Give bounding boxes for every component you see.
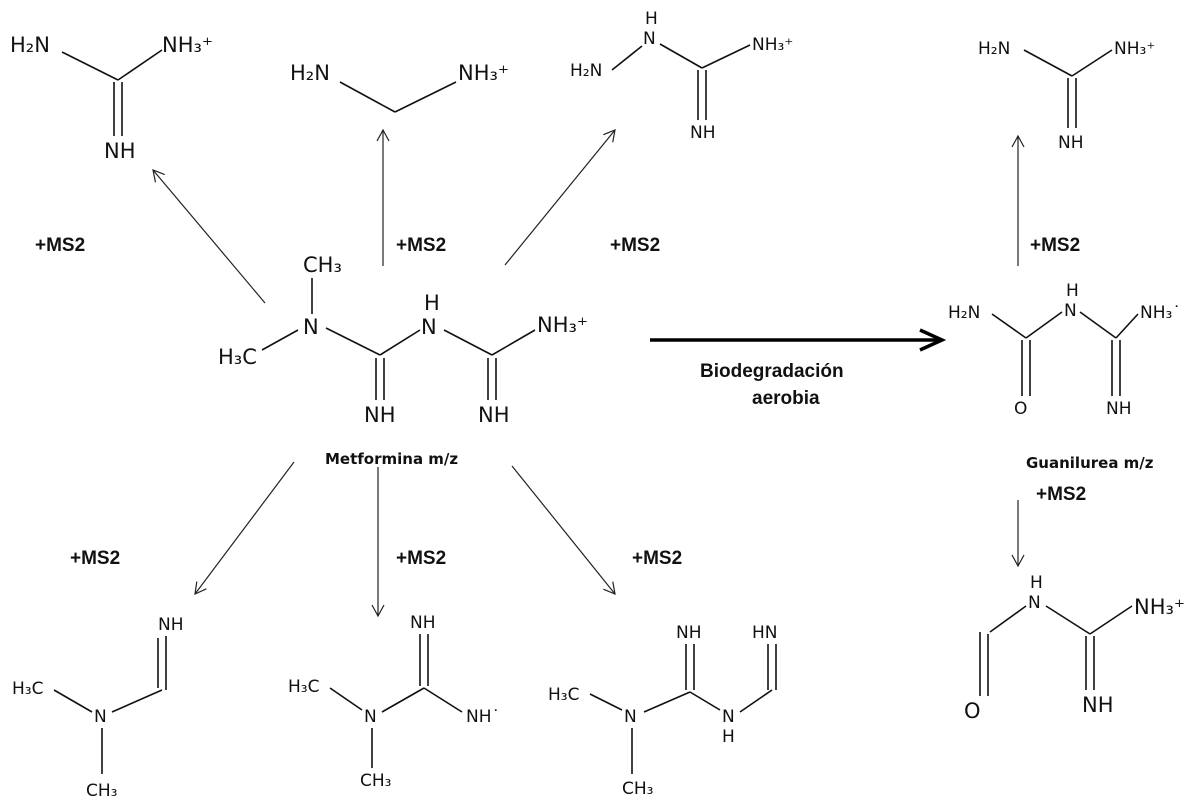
atom-nh3-plus: NH₃⁺ [162, 33, 213, 57]
atom-h2n: H₂N [948, 303, 980, 323]
atom-h2n: H₂N [290, 61, 330, 85]
atom-n: N [94, 707, 107, 727]
atom-o: O [964, 699, 981, 723]
ms2-label: +MS2 [396, 548, 446, 569]
atom-nh3-plus: NH₃⁺ [537, 313, 588, 337]
arrow-to-dimethylformamidine [194, 461, 295, 596]
atom-ch3: CH₃ [86, 781, 117, 800]
atom-h2n: H₂N [570, 61, 602, 81]
atom-h3c: H₃C [12, 679, 43, 699]
atom-nh: NH [1058, 133, 1084, 153]
atom-n: N [1064, 301, 1077, 321]
atom-h2n: H₂N [978, 39, 1010, 59]
atom-n: N [643, 29, 656, 49]
atom-nh: NH [104, 139, 136, 163]
biodegradation-label-line1: Biodegradación [700, 361, 844, 382]
atom-nh: NH [690, 123, 716, 143]
atom-nh-dot: NH˙ [466, 707, 500, 727]
atom-ch3: CH₃ [303, 253, 342, 277]
product-guanidine-right: H₂N NH₃⁺ NH [978, 39, 1155, 153]
guanylurea-structure: H₂N H N NH₃˙ O NH [948, 281, 1181, 419]
ms2-label: +MS2 [632, 548, 682, 569]
atom-nh3-plus: NH₃⁺ [752, 35, 793, 55]
atom-nh3-plus: NH₃⁺ [1114, 39, 1155, 59]
atom-ch3: CH₃ [360, 771, 391, 791]
product-methylenediamine: H₂N NH₃⁺ [290, 61, 509, 113]
atom-nh3-plus: NH₃⁺ [458, 61, 509, 85]
atom-n: N [421, 315, 437, 339]
atom-nh: NH [1082, 693, 1114, 717]
ms2-label: +MS2 [35, 235, 85, 256]
atom-h3c: H₃C [288, 677, 319, 697]
atom-nh: NH [676, 623, 702, 643]
ms2-label: +MS2 [1036, 484, 1086, 505]
metformin-label: Metformina m/z [325, 450, 458, 468]
product-guanidine-left: H₂N NH₃⁺ NH [10, 33, 213, 163]
atom-nh: NH [478, 403, 510, 427]
product-dimethyl-formimidoylguanidine: NH HN H₃C N N H CH₃ [548, 623, 778, 799]
atom-h2n: H₂N [10, 33, 50, 57]
atom-nh: NH [410, 613, 436, 633]
ms2-label: +MS2 [1030, 235, 1080, 256]
product-aminoguanidine: H N H₂N NH₃⁺ NH [570, 9, 793, 143]
atom-nh3-plus: NH₃⁺ [1134, 595, 1185, 619]
atom-h: H [1030, 573, 1043, 593]
atom-n: N [1028, 593, 1041, 613]
atom-h3c: H₃C [548, 685, 579, 705]
atom-n: N [303, 315, 319, 339]
atom-h3c: H₃C [218, 345, 257, 369]
biodegradation-label-line2: aerobia [752, 388, 820, 409]
ms2-label: +MS2 [610, 235, 660, 256]
atom-ch3: CH₃ [622, 779, 653, 799]
atom-h: H [424, 291, 440, 315]
metformin-structure: CH₃ N H₃C H N NH₃⁺ NH NH [218, 253, 588, 427]
atom-nh: NH [1106, 399, 1132, 419]
atom-h: H [722, 727, 735, 747]
product-formylguanidine: H N NH₃⁺ O NH [964, 573, 1185, 723]
atom-h: H [645, 9, 658, 29]
atom-n: N [624, 707, 637, 727]
atom-n: N [364, 707, 377, 727]
ms2-label: +MS2 [70, 548, 120, 569]
arrow-to-guanidine-left [152, 169, 266, 304]
guanylurea-label: Guanilurea m/z [1026, 454, 1154, 472]
atom-nh3-minus: NH₃˙ [1140, 303, 1181, 323]
atom-n: N [722, 707, 735, 727]
atom-o: O [1014, 399, 1027, 419]
arrow-to-aminoguanidine [504, 129, 616, 266]
ms2-label: +MS2 [396, 235, 446, 256]
product-dimethylformamidine: NH H₃C N CH₃ [12, 615, 184, 801]
atom-hn: HN [752, 623, 778, 643]
atom-h: H [1066, 281, 1079, 301]
product-dimethylguanidine: NH H₃C N NH˙ CH₃ [288, 613, 500, 791]
atom-nh: NH [364, 403, 396, 427]
arrow-to-formimidoylguanidine [511, 465, 616, 595]
atom-nh: NH [158, 615, 184, 635]
